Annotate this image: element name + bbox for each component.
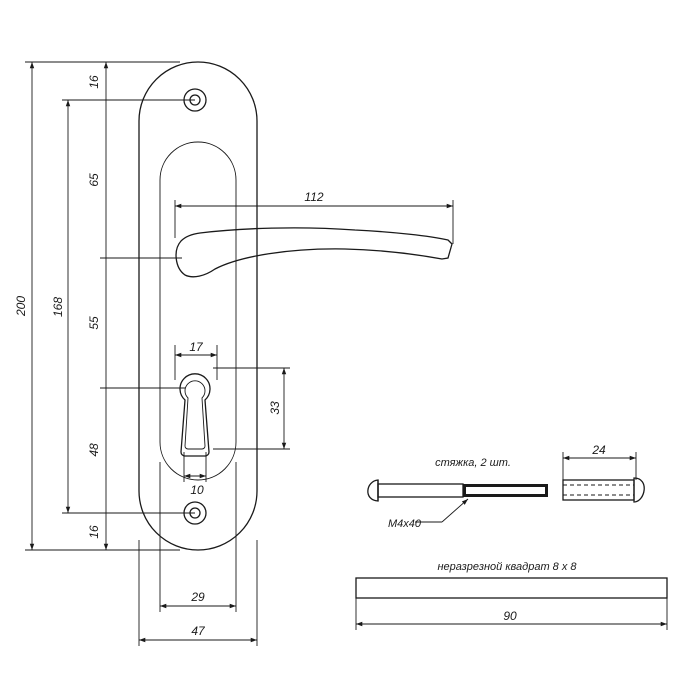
dimension-mount-spacing: 168 bbox=[51, 99, 195, 514]
lever-handle bbox=[175, 227, 453, 278]
dimension-label-cylinder-width: 17 bbox=[189, 340, 204, 354]
spindle-label: неразрезной квадрат 8 x 8 bbox=[437, 561, 577, 573]
screw-size-label: M4x40 bbox=[388, 518, 422, 530]
dimension-label-total-height: 200 bbox=[14, 296, 28, 317]
dimension-label-handle-offset: 65 bbox=[87, 173, 101, 187]
dimension-slot-width: 10 bbox=[183, 452, 207, 497]
dimension-lever-length: 112 bbox=[174, 190, 454, 244]
dimension-label-lever-length: 112 bbox=[304, 190, 323, 204]
dimension-label-cylinder-to-screw: 48 bbox=[87, 443, 101, 457]
dimension-label-cylinder-height: 33 bbox=[268, 401, 282, 415]
dimension-inner-width: 29 bbox=[159, 462, 237, 612]
dimension-plate-width: 47 bbox=[138, 540, 258, 646]
dimension-label-top-offset: 16 bbox=[87, 75, 101, 89]
dimension-label-handle-to-cylinder: 55 bbox=[87, 316, 101, 330]
connecting-screw: стяжка, 2 шт. M4x40 bbox=[367, 457, 548, 530]
back-plate bbox=[138, 61, 258, 551]
dimension-cylinder-height: 33 bbox=[213, 367, 290, 450]
dimension-label-slot-width: 10 bbox=[190, 483, 204, 497]
cylinder-hole bbox=[179, 373, 211, 457]
dimension-chain: 16 65 55 48 16 bbox=[87, 62, 185, 550]
dimension-cylinder-width: 17 bbox=[174, 340, 218, 380]
dimension-label-plate-width: 47 bbox=[191, 624, 206, 638]
dimension-label-inner-width: 29 bbox=[190, 590, 205, 604]
dimension-label-mount-spacing: 168 bbox=[51, 297, 65, 317]
screws-label: стяжка, 2 шт. bbox=[435, 457, 511, 469]
spindle: неразрезной квадрат 8 x 8 90 bbox=[355, 561, 668, 630]
dimension-total-height: 200 bbox=[14, 61, 180, 551]
spindle-length-label: 90 bbox=[503, 609, 517, 623]
plate-inner-recess bbox=[159, 141, 237, 481]
bushing: 24 bbox=[562, 443, 645, 503]
dimension-label-bottom-offset: 16 bbox=[87, 525, 101, 539]
bushing-length-label: 24 bbox=[591, 443, 606, 457]
